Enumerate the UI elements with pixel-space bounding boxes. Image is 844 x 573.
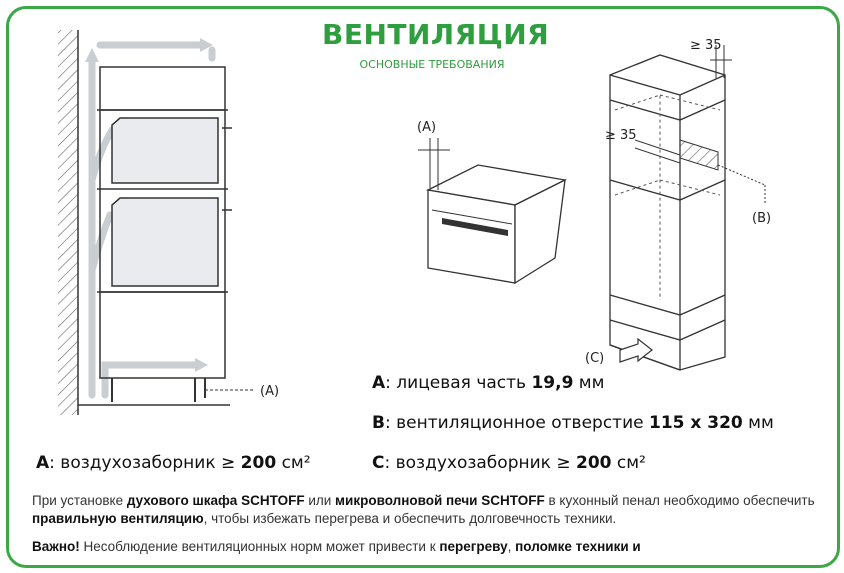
legend-text: : вентиляционное отверстие: [384, 413, 649, 433]
side-gap-line-1: [634, 139, 681, 156]
legend-value: 200: [240, 453, 277, 473]
legend-text: : воздухозаборник: [49, 453, 222, 473]
oven-stack: [111, 117, 219, 287]
oven-control-strip: [431, 209, 513, 225]
shelf-4: [609, 319, 726, 341]
oven-a-label: (A): [417, 120, 436, 135]
oven-handles: [222, 127, 232, 211]
legend-unit: см²: [276, 453, 311, 473]
warning-paragraph: Важно! Несоблюдение вентиляционных норм …: [32, 539, 641, 554]
side-gap-label: ≥ 35: [605, 128, 637, 143]
legend-unit: см²: [611, 453, 646, 473]
cabinet-outline: [609, 54, 726, 371]
ventilation-emphasis: правильную вентиляцию: [32, 511, 204, 526]
wall-hatch: [58, 30, 78, 415]
airflow-arrows: [88, 41, 216, 399]
legend-key: B: [372, 413, 385, 433]
legend-key: A: [372, 373, 386, 393]
cabinet-b-leader: [717, 164, 766, 186]
shelf-1: [609, 99, 726, 121]
cabinet-top-side-edge: [679, 74, 726, 96]
legend-key: C: [372, 453, 385, 473]
legend-unit: мм: [573, 373, 605, 393]
left-installation-diagram: (A): [58, 30, 279, 415]
installation-paragraph: При установке духового шкафа SCHTOFF или…: [32, 493, 815, 526]
top-gap-label: ≥ 35: [690, 38, 722, 53]
legend-text: : лицевая часть: [385, 373, 532, 393]
tall-cabinet-diagram: (B) ≥ 35 ≥ 35 (C): [585, 38, 771, 371]
vent-slot: [679, 139, 719, 171]
cabinet-top-front-edge: [609, 74, 681, 96]
legend-a-face: A: лицевая часть 19,9 мм: [372, 373, 604, 393]
oven-handle: [442, 218, 508, 236]
legend-symbol: ≥: [221, 453, 236, 473]
page-subtitle: ОСНОВНЫЕ ТРЕБОВАНИЯ: [359, 58, 505, 71]
legend-value: 19,9: [531, 373, 574, 393]
left-a-label: (A): [260, 384, 279, 399]
cabinet-b-label: (B): [752, 211, 771, 226]
oven-diagram: (A): [417, 120, 568, 285]
cabinet-c-label: (C): [585, 351, 604, 366]
microwave-brand-text: микроволновой печи SCHTOFF: [335, 493, 545, 508]
legend-c-intake: C: воздухозаборник ≥ 200 см²: [372, 453, 646, 473]
legend-value: 200: [575, 453, 612, 473]
oven-front: [427, 189, 516, 284]
hidden-lines: [614, 94, 721, 300]
oven-side: [514, 178, 566, 285]
cabinet-legs: [111, 378, 206, 402]
lower-oven: [111, 197, 219, 287]
legend-a-intake: A: воздухозаборник ≥ 200 см²: [36, 453, 311, 473]
upper-oven: [111, 117, 219, 184]
legend-key: A: [36, 453, 50, 473]
cabinet-column: [97, 66, 228, 379]
legend-symbol: ≥: [556, 453, 571, 473]
legend-value: 115 x 320: [648, 413, 743, 433]
shelf-3: [609, 294, 726, 316]
legend-text: : воздухозаборник: [384, 453, 557, 473]
shelf-2: [609, 179, 726, 201]
warning-label: Важно!: [32, 539, 80, 554]
legend-b-vent: B: вентиляционное отверстие 115 x 320 мм: [372, 413, 774, 433]
intake-arrow: [619, 337, 653, 363]
legend-unit: мм: [742, 413, 774, 433]
page-title: ВЕНТИЛЯЦИЯ: [322, 18, 550, 51]
page-frame: [6, 6, 840, 568]
oven-brand-text: духового шкафа SCHTOFF: [126, 493, 305, 508]
airflow-arrow-heads: [85, 38, 213, 372]
side-gap-line-2: [634, 147, 681, 164]
